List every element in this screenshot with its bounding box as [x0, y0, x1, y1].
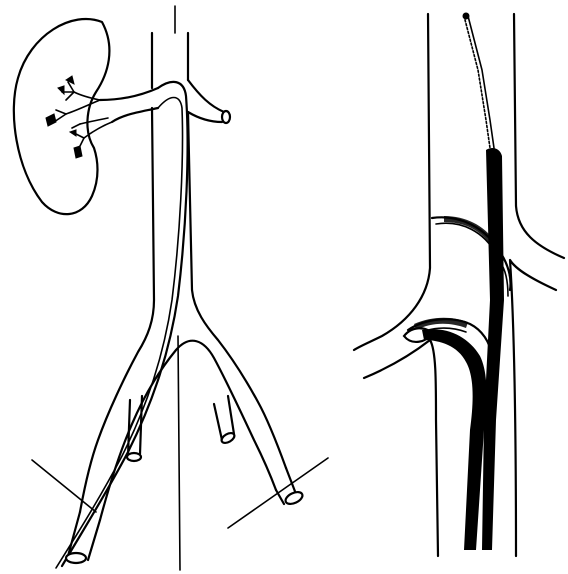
catheter-inner	[56, 98, 183, 569]
left-external-iliac-outer	[68, 512, 80, 556]
guidewire-tip	[463, 13, 469, 19]
aortic-bifurcation	[100, 341, 276, 520]
catheter-straight	[482, 148, 504, 550]
right-branch-lower-wall	[188, 112, 222, 122]
midline-bottom	[178, 336, 180, 570]
renal-artery-upper-wall	[100, 88, 158, 100]
right-branch-upper-wall	[188, 80, 224, 112]
renal-artery-branches	[46, 76, 112, 158]
right-inguinal-line	[228, 458, 328, 528]
aorta-wall-left-lower	[364, 340, 438, 556]
aorta-wall-left-upper	[354, 14, 430, 350]
right-internal-iliac-stump	[220, 431, 236, 445]
left-panel	[14, 6, 328, 570]
right-panel	[354, 13, 564, 556]
left-external-iliac-inner	[88, 520, 100, 560]
guidewire-edge	[468, 16, 494, 148]
guidewire-dotted	[464, 16, 490, 148]
left-external-iliac-stump	[66, 553, 86, 563]
left-inguinal-line	[32, 460, 96, 512]
catheter-curved	[422, 329, 487, 550]
left-internal-iliac-stump	[127, 453, 141, 461]
aorta-wall-right-lower	[510, 260, 556, 556]
aorta-wall-right-upper	[514, 14, 564, 258]
right-internal-iliac-outer	[214, 404, 222, 440]
right-external-iliac-stump	[284, 490, 305, 507]
right-branch-stump	[222, 111, 230, 123]
right-internal-iliac-inner	[228, 396, 234, 434]
